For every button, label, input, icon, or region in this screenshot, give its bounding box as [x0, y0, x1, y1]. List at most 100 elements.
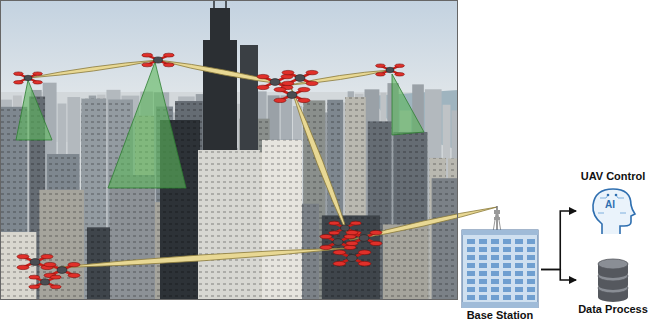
- drone-rotor: [282, 81, 294, 85]
- building-windows: [383, 224, 429, 300]
- drone-rotor: [257, 74, 269, 78]
- drone-rotor: [329, 221, 340, 225]
- building: [39, 190, 84, 300]
- drone-rotor: [395, 64, 405, 68]
- drone-rotor: [33, 81, 43, 85]
- base-station-node: Base Station: [459, 204, 541, 322]
- building: [383, 224, 429, 300]
- building: [432, 178, 458, 300]
- drone-rotor: [142, 53, 153, 57]
- drone-rotor: [333, 250, 346, 255]
- drone-rotor: [333, 261, 346, 266]
- drone-rotor: [376, 73, 386, 77]
- drone-rotor: [370, 241, 382, 245]
- drone-body: [287, 92, 297, 99]
- drone-rotor: [50, 275, 61, 279]
- connector-arrow: [541, 211, 576, 270]
- building-windows: [262, 140, 302, 300]
- uav-control-icon: [588, 186, 638, 236]
- drone-rotor: [344, 245, 356, 249]
- building-windows: [432, 178, 458, 300]
- drone-rotor: [257, 85, 269, 89]
- icon-label: AI: [600, 199, 620, 210]
- drone-rotor: [29, 275, 40, 279]
- drone-body: [57, 267, 67, 274]
- building-windows: [110, 175, 155, 300]
- building-windows: [322, 215, 380, 300]
- drone-rotor: [350, 221, 361, 225]
- drone-body: [333, 239, 343, 246]
- drone-rotor: [274, 87, 286, 91]
- sky: [0, 0, 458, 300]
- wireless-link: [158, 60, 290, 85]
- drone-rotor: [44, 262, 56, 266]
- data-process-node: Data Process: [576, 258, 650, 316]
- drone-rotor: [163, 53, 174, 57]
- tower: [210, 8, 230, 48]
- data-process-icon: [596, 258, 630, 302]
- drone-rotor: [346, 230, 358, 234]
- drone-rotor: [274, 98, 286, 102]
- sensing-cone: [108, 62, 186, 188]
- uav-control-node: UAV ControlAI: [576, 170, 650, 236]
- drone-body: [341, 225, 350, 231]
- drone-rotor: [17, 254, 29, 258]
- building-windows: [39, 190, 84, 300]
- tower-antenna: [213, 0, 215, 9]
- drone-rotor: [329, 231, 340, 235]
- drone-rotor: [14, 81, 24, 85]
- building: [110, 175, 155, 300]
- drone-rotor: [370, 230, 382, 234]
- node-label: Data Process: [578, 303, 648, 316]
- drone-rotor: [376, 64, 386, 68]
- drone-body: [270, 79, 280, 86]
- drone-rotor: [33, 72, 43, 76]
- photo-frame: [1, 1, 458, 300]
- drone-rotor: [68, 273, 80, 277]
- drone-body: [24, 75, 32, 80]
- drone-rotor: [344, 234, 356, 238]
- building-windows: [198, 150, 260, 300]
- drone-rotor: [29, 285, 40, 289]
- base-station-icon: [459, 204, 541, 308]
- node-label: Base Station: [467, 309, 534, 322]
- wireless-link: [290, 85, 350, 240]
- drone-rotor: [14, 72, 24, 76]
- drone-rotor: [17, 265, 29, 269]
- building: [198, 150, 260, 300]
- sensing-cone: [16, 80, 52, 140]
- drone-rotor: [320, 234, 332, 238]
- drone-body: [154, 57, 163, 63]
- drone-body: [41, 279, 50, 285]
- drone-body: [347, 254, 358, 261]
- drone-body: [386, 67, 394, 72]
- wireless-link: [290, 70, 390, 85]
- drone-body: [30, 259, 40, 266]
- drone-rotor: [320, 245, 332, 249]
- drone-rotor: [306, 81, 318, 85]
- building: [262, 140, 302, 300]
- drone-rotor: [41, 254, 53, 258]
- wireless-link: [50, 248, 350, 268]
- drone-rotor: [298, 98, 310, 102]
- node-label: UAV Control: [581, 170, 646, 183]
- drone-rotor: [298, 87, 310, 91]
- drone-rotor: [346, 241, 358, 245]
- connector-arrow: [541, 270, 576, 280]
- drone-rotor: [358, 250, 371, 255]
- drone-rotor: [50, 285, 61, 289]
- drone-rotor: [358, 261, 371, 266]
- drone-body: [359, 235, 369, 242]
- building: [322, 215, 380, 300]
- drone-rotor: [142, 63, 153, 67]
- drone-rotor: [68, 262, 80, 266]
- drone-body: [295, 75, 305, 82]
- building-windows: [0, 232, 36, 300]
- building: [0, 232, 36, 300]
- drone-rotor: [395, 73, 405, 77]
- drone-rotor: [282, 70, 294, 74]
- drone-rotor: [163, 63, 174, 67]
